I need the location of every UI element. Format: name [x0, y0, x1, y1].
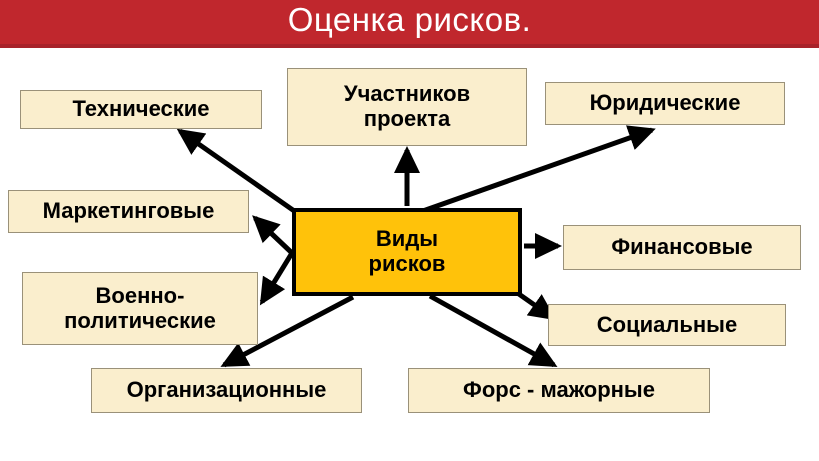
title-banner-underline: [0, 44, 819, 48]
node-risk-types-center[interactable]: Виды рисков: [292, 208, 522, 296]
node-project-participants[interactable]: Участников проекта: [287, 68, 527, 146]
node-organizational-label: Организационные: [126, 377, 327, 403]
node-financial[interactable]: Финансовые: [563, 225, 801, 270]
arrow-center-to-social: [514, 289, 557, 321]
node-legal[interactable]: Юридические: [545, 82, 785, 125]
node-risk-types-center-label: Виды рисков: [368, 226, 446, 276]
node-social-label: Социальные: [596, 311, 738, 337]
node-force-majeure-label: Форс - мажорные: [463, 377, 655, 403]
title-banner: [0, 0, 819, 44]
node-legal-label: Юридические: [589, 90, 741, 116]
node-financial-label: Финансовые: [611, 234, 753, 260]
arrow-center-to-forcemajeure: [428, 293, 558, 368]
node-project-participants-label: Участников проекта: [343, 81, 471, 131]
arrow-center-to-legal: [419, 125, 656, 215]
arrow-center-to-tech: [176, 128, 302, 218]
node-technical-label: Технические: [72, 96, 210, 122]
node-military-political-label: Военно- политические: [64, 282, 216, 333]
arrow-center-to-organizational: [220, 294, 355, 368]
node-force-majeure[interactable]: Форс - мажорные: [408, 368, 710, 413]
node-marketing-label: Маркетинговые: [42, 198, 215, 224]
node-social[interactable]: Социальные: [548, 304, 786, 346]
node-marketing[interactable]: Маркетинговые: [8, 190, 249, 233]
arrow-center-to-marketing: [252, 215, 294, 255]
node-organizational[interactable]: Организационные: [91, 368, 362, 413]
node-military-political[interactable]: Военно- политические: [22, 272, 258, 345]
node-technical[interactable]: Технические: [20, 90, 262, 129]
page-title: Оценка рисков.: [287, 1, 532, 38]
arrow-center-to-military: [259, 251, 295, 306]
